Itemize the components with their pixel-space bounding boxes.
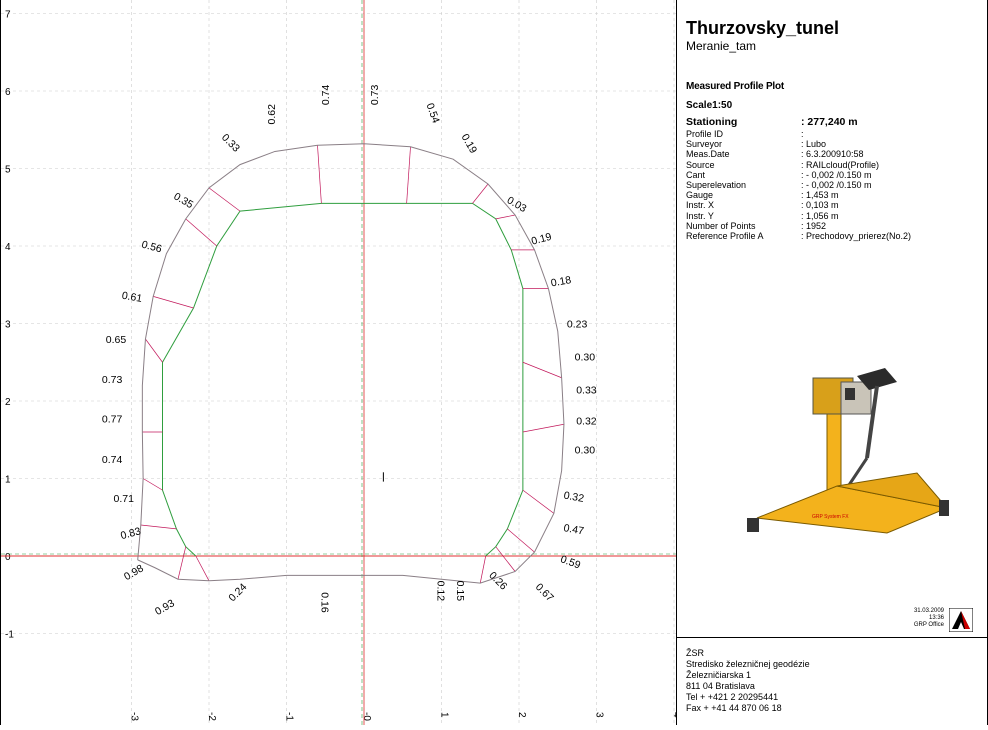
- info-row-reference-profile: Reference Profile A: Prechodovy_prierez(…: [686, 230, 912, 241]
- clearance-value-label: 0.35: [172, 190, 196, 211]
- clearance-value-label: 0.65: [106, 334, 127, 346]
- plot-title: Measured Profile Plot: [686, 81, 785, 92]
- y-tick-label: 4: [5, 242, 11, 253]
- clearance-line: [406, 146, 411, 204]
- clearance-line: [495, 214, 516, 220]
- clearance-value-label: 0.54: [424, 102, 442, 125]
- clearance-value-label: 0.62: [266, 104, 278, 125]
- clearance-value-label: 0.61: [121, 290, 143, 305]
- clearance-value-label: 0.30: [575, 352, 596, 364]
- x-tick-label: 2: [516, 712, 527, 718]
- y-tick-label: 7: [5, 10, 11, 21]
- y-tick-label: 2: [5, 397, 11, 408]
- clearance-value-label: 0.33: [219, 132, 242, 155]
- y-tick-label: 6: [5, 87, 11, 98]
- clearance-value-label: 0.03: [505, 194, 529, 215]
- clearance-value-label: 0.26: [486, 570, 509, 593]
- info-row-gauge: Gauge: 1,453 m: [686, 190, 839, 201]
- clearance-line: [185, 218, 217, 247]
- clearance-line: [495, 546, 516, 572]
- clearance-line: [140, 524, 177, 530]
- info-row-instr-x: Instr. X: 0,103 m: [686, 200, 839, 211]
- info-row-instr-y: Instr. Y: 1,056 m: [686, 210, 839, 221]
- clearance-line: [472, 183, 489, 204]
- project-subtitle: Meranie_tam: [686, 39, 757, 53]
- x-tick-label: 3: [594, 712, 605, 718]
- clearance-value-label: 0.30: [575, 445, 596, 457]
- clearance-value-label: 0.19: [459, 132, 480, 156]
- clearance-value-label: 0.24: [226, 581, 249, 604]
- svg-text:GRP System FX: GRP System FX: [812, 514, 849, 520]
- clearance-line: [142, 478, 163, 491]
- clearance-value-label: 0.74: [320, 84, 332, 105]
- clearance-value-label: 0.12: [435, 581, 447, 602]
- y-tick-label: 0: [5, 552, 11, 563]
- reference-profile-line: [162, 202, 524, 557]
- print-stamp: 31.03.2009 13:36 GRP Office: [913, 608, 944, 628]
- company-address: ŽSR Stredisko železničnej geodézie Želez…: [686, 648, 810, 713]
- clearance-line: [522, 489, 555, 514]
- clearance-line: [195, 555, 210, 581]
- info-row-number-of-points: Number of Points: 1952: [686, 220, 827, 231]
- clearance-line: [145, 338, 163, 363]
- clearance-line: [153, 296, 194, 309]
- info-row-cant: Cant: - 0,002 /0.150 m: [686, 169, 872, 180]
- y-tick-label: 3: [5, 320, 11, 331]
- profile-plot-area: 76543210-1-3-2-1-012340.620.740.730.540.…: [0, 0, 682, 725]
- clearance-line: [208, 187, 241, 212]
- clearance-value-label: 0.56: [140, 239, 163, 256]
- clearance-value-label: 0.19: [530, 231, 553, 248]
- clearance-line: [317, 145, 322, 204]
- x-tick-label: -3: [129, 712, 140, 721]
- x-tick-label: -0: [361, 712, 372, 721]
- clearance-line: [177, 546, 187, 580]
- y-tick-label: 1: [5, 475, 11, 486]
- x-tick-label: -2: [206, 712, 217, 721]
- profile-info-table: Stationing: 277,240 m Profile ID: Survey…: [686, 116, 911, 241]
- clearance-value-label: 0.83: [119, 525, 142, 542]
- clearance-value-label: 0.74: [102, 454, 123, 466]
- measuring-trolley-image: GRP System FX: [747, 368, 949, 534]
- info-row-source: Source: RAILcloud(Profile): [686, 159, 880, 170]
- clearance-value-label: 0.16: [318, 592, 330, 613]
- clearance-value-label: 0.18: [550, 274, 572, 289]
- footer-divider: [677, 637, 988, 638]
- clearance-value-label: 0.98: [122, 562, 146, 583]
- measured-profile-line: [137, 143, 565, 584]
- clearance-value-label: 0.32: [563, 490, 585, 505]
- clearance-value-label: 0.32: [576, 415, 597, 427]
- profile-plot-svg: 76543210-1-3-2-1-012340.620.740.730.540.…: [1, 0, 682, 725]
- clearance-line: [522, 361, 562, 379]
- info-row-superelevation: Superelevation: - 0,002 /0.150 m: [686, 179, 872, 190]
- company-logo-icon: [949, 608, 973, 632]
- title-block-panel: Thurzovsky_tunel Meranie_tam Measured Pr…: [676, 0, 988, 725]
- info-row-stationing: Stationing: 277,240 m: [686, 116, 858, 128]
- plot-scale: Scale1:50: [686, 100, 733, 111]
- clearance-value-label: 0.71: [114, 493, 135, 505]
- y-tick-label: -1: [5, 630, 14, 641]
- info-row-meas-date: Meas.Date: 6.3.200910:58: [686, 149, 864, 160]
- clearance-value-label: 0.15: [454, 581, 466, 602]
- info-row-surveyor: Surveyor: Lubo: [686, 139, 827, 150]
- clearance-value-label: 0.93: [153, 597, 177, 618]
- x-tick-label: 1: [439, 712, 450, 718]
- clearance-value-label: 0.47: [563, 522, 585, 537]
- clearance-value-label: 0.73: [369, 84, 381, 105]
- project-title: Thurzovsky_tunel: [686, 18, 840, 38]
- clearance-value-label: 0.73: [102, 374, 123, 386]
- clearance-line: [479, 555, 487, 584]
- y-tick-label: 5: [5, 165, 11, 176]
- info-row-profile-id: Profile ID:: [686, 129, 804, 139]
- clearance-line: [507, 528, 535, 553]
- clearance-value-label: 0.33: [576, 384, 597, 396]
- x-tick-label: -1: [284, 712, 295, 721]
- clearance-line: [522, 423, 565, 433]
- clearance-value-label: 0.67: [533, 581, 556, 604]
- clearance-value-label: 0.77: [102, 414, 123, 426]
- clearance-value-label: 0.23: [567, 318, 588, 330]
